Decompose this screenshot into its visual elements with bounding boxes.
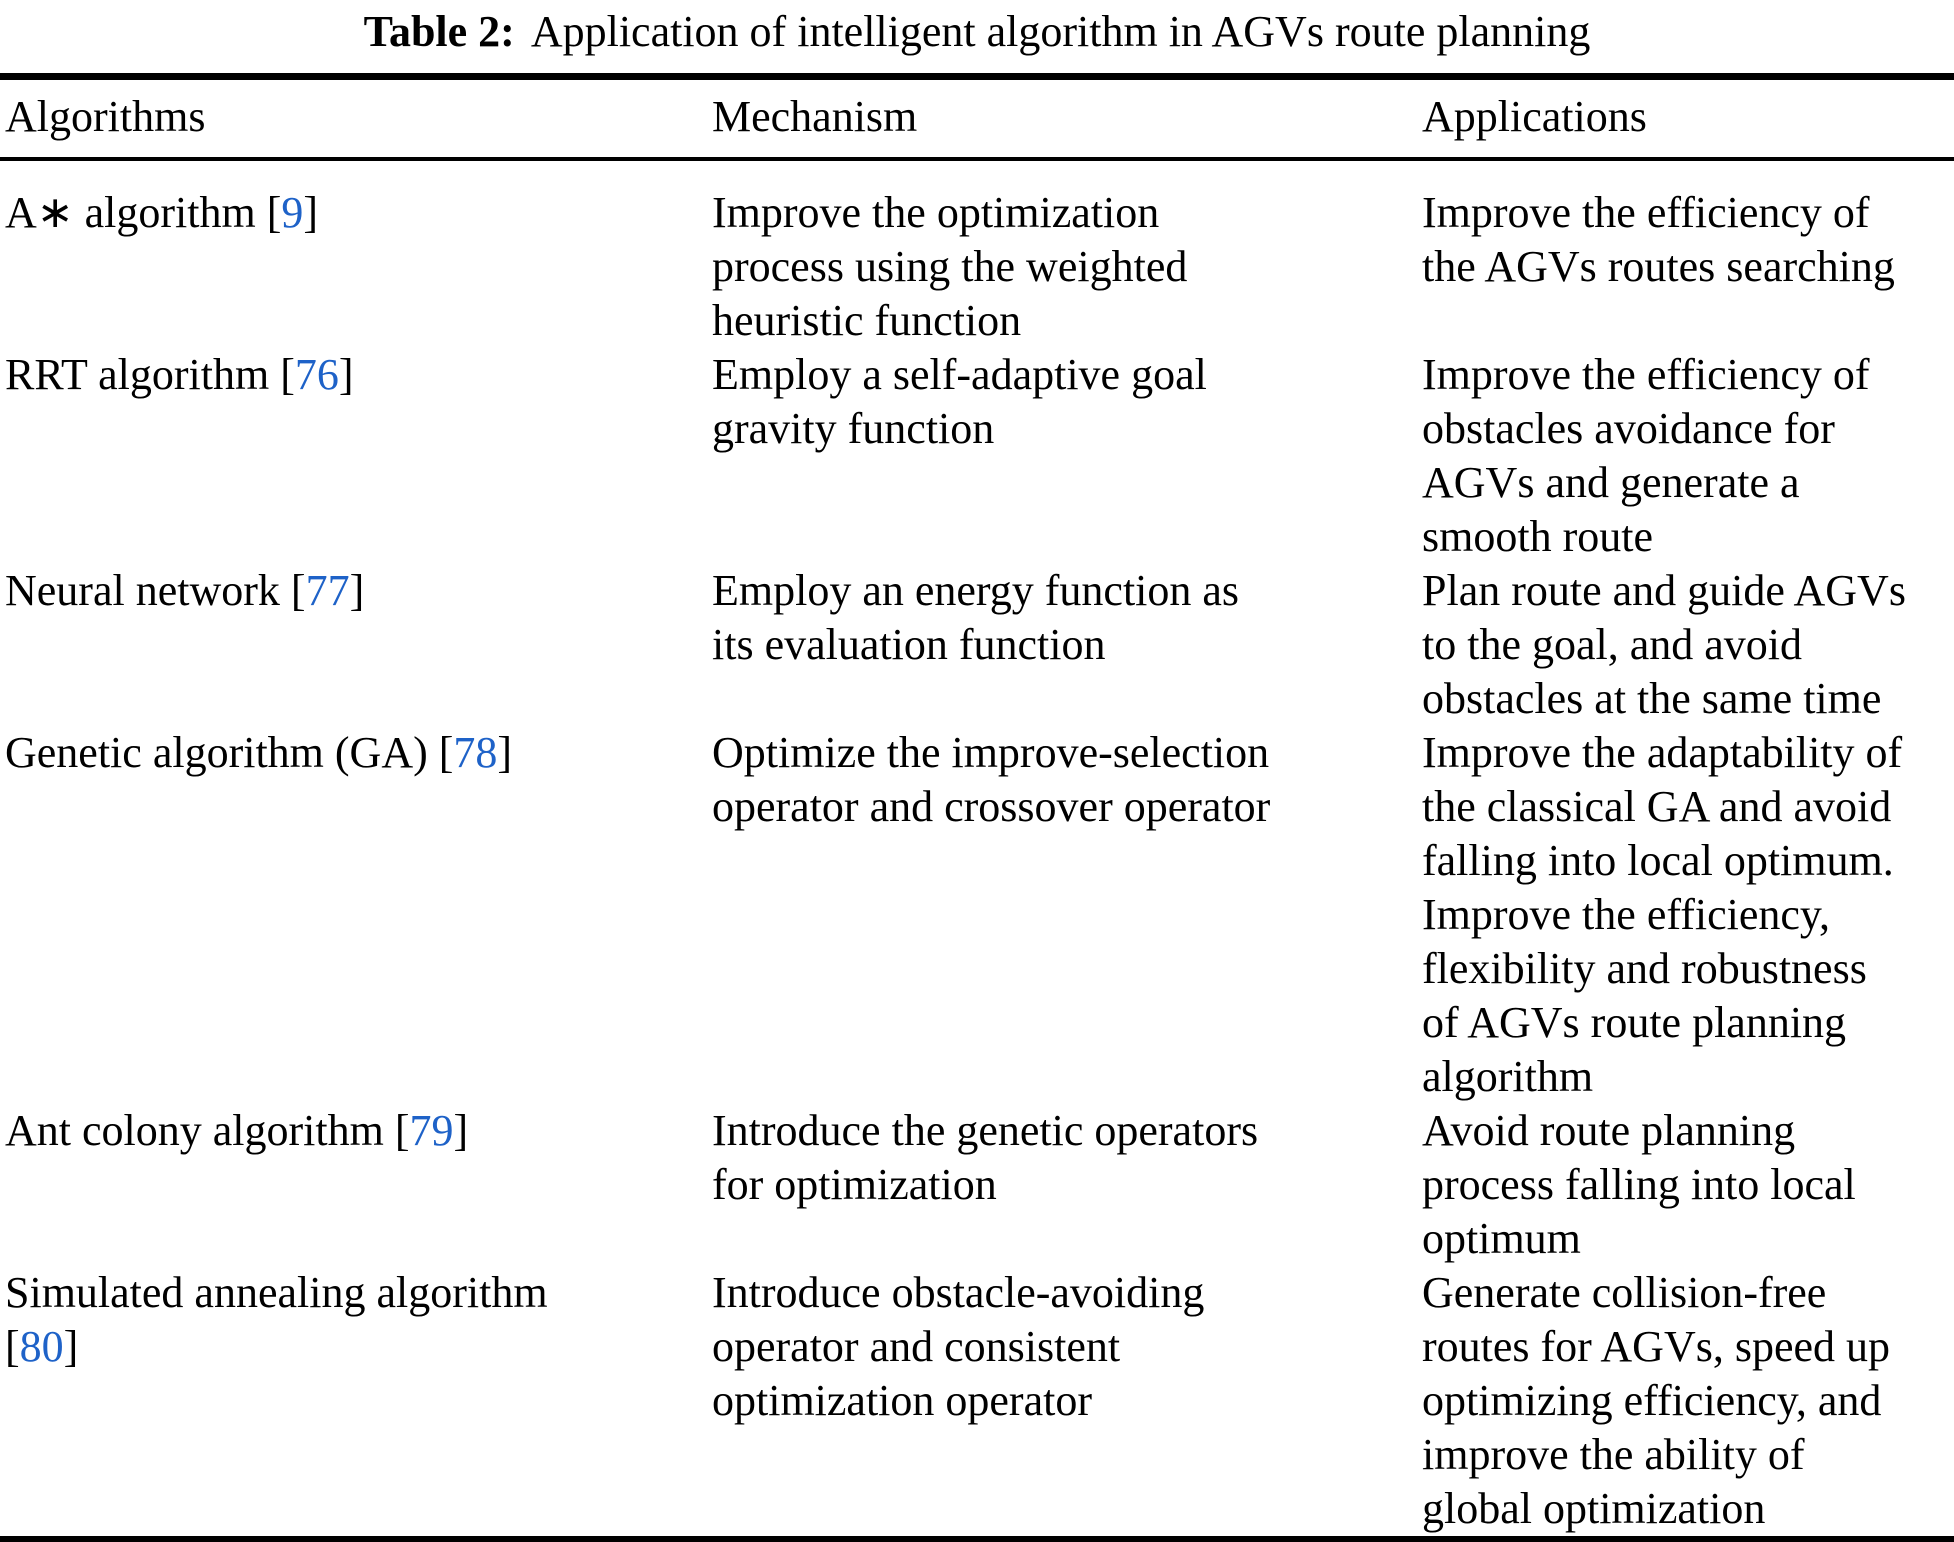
applications-line: flexibility and robustness bbox=[1422, 944, 1867, 993]
algorithm-name-line: RRT algorithm [76] bbox=[5, 348, 712, 402]
table-row: Ant colony algorithm [79]Introduce the g… bbox=[0, 1104, 1954, 1266]
algorithm-name: RRT algorithm bbox=[5, 350, 270, 399]
table-row: Neural network [77]Employ an energy func… bbox=[0, 564, 1954, 726]
algorithm-name: Neural network bbox=[5, 566, 280, 615]
applications-line: optimum bbox=[1422, 1214, 1581, 1263]
mechanism-line: Introduce the genetic operators bbox=[712, 1106, 1259, 1155]
algorithm-cell: A∗ algorithm [9] bbox=[0, 186, 712, 348]
applications-line: Improve the efficiency of bbox=[1422, 188, 1870, 237]
applications-line: of AGVs route planning bbox=[1422, 998, 1847, 1047]
applications-line: Improve the efficiency, bbox=[1422, 890, 1831, 939]
citation-link[interactable]: 78 bbox=[453, 728, 498, 777]
table-row: RRT algorithm [76]Employ a self-adaptive… bbox=[0, 348, 1954, 564]
applications-line: obstacles avoidance for bbox=[1422, 404, 1835, 453]
mechanism-line: Optimize the improve-selection bbox=[712, 728, 1270, 777]
citation-link[interactable]: 77 bbox=[305, 566, 350, 615]
applications-cell: Avoid route planning process falling into… bbox=[1422, 1104, 1954, 1266]
citation: [9] bbox=[266, 188, 319, 237]
table-header-row: Algorithms Mechanism Applications bbox=[0, 80, 1954, 157]
applications-line: process falling into local bbox=[1422, 1160, 1856, 1209]
citation: [77] bbox=[290, 566, 365, 615]
algorithm-cell: Neural network [77] bbox=[0, 564, 712, 726]
applications-line: to the goal, and avoid bbox=[1422, 620, 1803, 669]
table-row: Simulated annealing algorithm [80] Introdu… bbox=[0, 1266, 1954, 1536]
mechanism-line: optimization operator bbox=[712, 1376, 1092, 1425]
citation: [76] bbox=[280, 350, 354, 399]
applications-line: smooth route bbox=[1422, 512, 1653, 561]
mechanism-cell: Improve the optimization process using th… bbox=[712, 186, 1422, 348]
applications-cell: Improve the adaptability of the classical… bbox=[1422, 726, 1954, 1104]
mechanism-line: gravity function bbox=[712, 404, 995, 453]
citation: [78] bbox=[438, 728, 513, 777]
algorithm-name: A∗ algorithm bbox=[5, 188, 256, 237]
column-header-algorithms: Algorithms bbox=[5, 92, 206, 141]
mechanism-line: Employ an energy function as bbox=[712, 566, 1240, 615]
algorithm-name: Genetic algorithm (GA) bbox=[5, 728, 428, 777]
applications-line: Improve the adaptability of bbox=[1422, 728, 1903, 777]
applications-line: improve the ability of bbox=[1422, 1430, 1805, 1479]
citation-link[interactable]: 76 bbox=[294, 350, 339, 399]
mechanism-line: its evaluation function bbox=[712, 620, 1106, 669]
citation-link[interactable]: 80 bbox=[19, 1322, 64, 1371]
mechanism-cell: Employ a self-adaptive goal gravity funct… bbox=[712, 348, 1422, 564]
column-header-applications: Applications bbox=[1422, 92, 1647, 141]
mechanism-line: heuristic function bbox=[712, 296, 1022, 345]
algorithm-cell: Simulated annealing algorithm [80] bbox=[0, 1266, 712, 1536]
algorithm-cell: Ant colony algorithm [79] bbox=[0, 1104, 712, 1266]
mechanism-cell: Employ an energy function as its evaluati… bbox=[712, 564, 1422, 726]
algorithm-name: Simulated annealing algorithm bbox=[5, 1268, 548, 1317]
algorithm-name-line: Ant colony algorithm [79] bbox=[5, 1104, 712, 1158]
citation-link[interactable]: 79 bbox=[409, 1106, 454, 1155]
mechanism-line: operator and crossover operator bbox=[712, 782, 1271, 831]
applications-cell: Improve the efficiency of the AGVs routes… bbox=[1422, 186, 1954, 348]
applications-cell: Generate collision-free routes for AGVs, … bbox=[1422, 1266, 1954, 1536]
table-body: A∗ algorithm [9]Improve the optimization… bbox=[0, 161, 1954, 1536]
mechanism-line: for optimization bbox=[712, 1160, 997, 1209]
table-row: Genetic algorithm (GA) [78]Optimize the … bbox=[0, 726, 1954, 1104]
mechanism-line: Introduce obstacle-avoiding bbox=[712, 1268, 1205, 1317]
mechanism-line: Employ a self-adaptive goal bbox=[712, 350, 1207, 399]
algorithm-cell: RRT algorithm [76] bbox=[0, 348, 712, 564]
applications-line: routes for AGVs, speed up bbox=[1422, 1322, 1891, 1371]
applications-line: Avoid route planning bbox=[1422, 1106, 1796, 1155]
algorithm-name: Ant colony algorithm bbox=[5, 1106, 384, 1155]
applications-cell: Improve the efficiency of obstacles avoid… bbox=[1422, 348, 1954, 564]
table-row: A∗ algorithm [9]Improve the optimization… bbox=[0, 186, 1954, 348]
citation: [79] bbox=[394, 1106, 469, 1155]
applications-line: global optimization bbox=[1422, 1484, 1766, 1533]
applications-line: Plan route and guide AGVs bbox=[1422, 566, 1906, 615]
table-header-rule bbox=[0, 157, 1954, 161]
algorithm-name-line: Neural network [77] bbox=[5, 564, 712, 618]
table-caption-text: Application of intelligent algorithm in … bbox=[530, 7, 1591, 56]
algorithm-cell: Genetic algorithm (GA) [78] bbox=[0, 726, 712, 1104]
table-caption: Table 2: Application of intelligent algor… bbox=[0, 0, 1954, 60]
citation: [80] bbox=[5, 1322, 79, 1371]
algorithm-name-line: Simulated annealing algorithm bbox=[5, 1266, 712, 1320]
applications-line: Improve the efficiency of bbox=[1422, 350, 1870, 399]
mechanism-line: Improve the optimization bbox=[712, 188, 1160, 237]
algorithm-name-line: Genetic algorithm (GA) [78] bbox=[5, 726, 712, 780]
citation-link[interactable]: 9 bbox=[281, 188, 304, 237]
applications-line: the classical GA and avoid bbox=[1422, 782, 1892, 831]
table-caption-label: Table 2: bbox=[363, 7, 515, 56]
mechanism-line: process using the weighted bbox=[712, 242, 1188, 291]
applications-line: AGVs and generate a bbox=[1422, 458, 1800, 507]
algorithm-name-line: A∗ algorithm [9] bbox=[5, 186, 712, 240]
mechanism-cell: Introduce the genetic operators for optim… bbox=[712, 1104, 1422, 1266]
applications-cell: Plan route and guide AGVs to the goal, an… bbox=[1422, 564, 1954, 726]
applications-line: falling into local optimum. bbox=[1422, 836, 1894, 885]
mechanism-cell: Optimize the improve-selection operator a… bbox=[712, 726, 1422, 1104]
applications-line: obstacles at the same time bbox=[1422, 674, 1882, 723]
table-bottom-rule bbox=[0, 1536, 1954, 1542]
applications-line: optimizing efficiency, and bbox=[1422, 1376, 1882, 1425]
applications-line: algorithm bbox=[1422, 1052, 1594, 1101]
mechanism-line: operator and consistent bbox=[712, 1322, 1121, 1371]
applications-line: Generate collision-free bbox=[1422, 1268, 1827, 1317]
algorithm-ref-line: [80] bbox=[5, 1320, 712, 1374]
column-header-mechanism: Mechanism bbox=[712, 92, 918, 141]
mechanism-cell: Introduce obstacle-avoiding operator and … bbox=[712, 1266, 1422, 1536]
table-top-rule bbox=[0, 73, 1954, 80]
applications-line: the AGVs routes searching bbox=[1422, 242, 1895, 291]
